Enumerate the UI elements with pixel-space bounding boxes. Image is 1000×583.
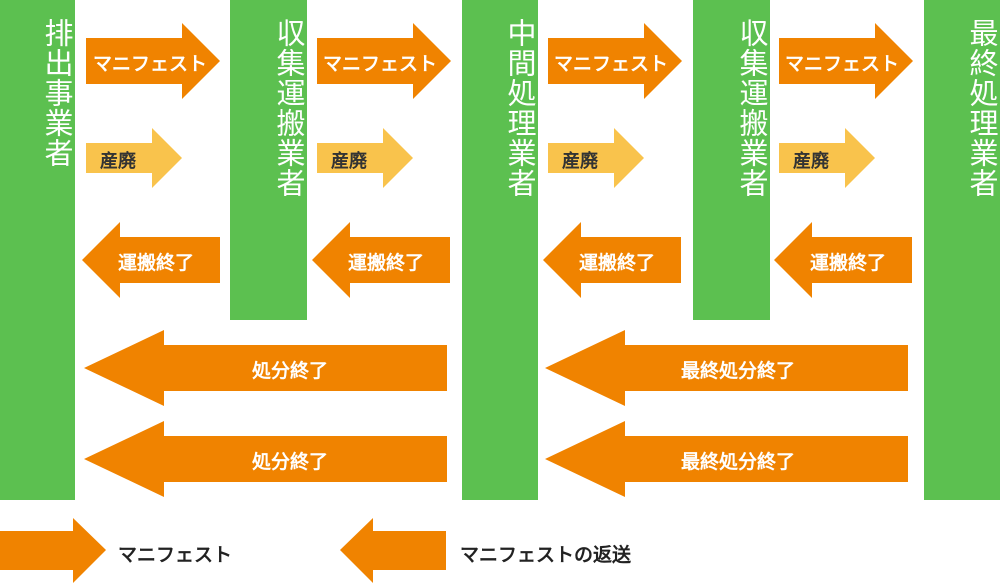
manifest-forward-arrow bbox=[779, 23, 913, 99]
disposal-finished-label: 処分終了 bbox=[252, 360, 329, 382]
waste-label: 産廃 bbox=[100, 151, 136, 172]
final-disposal-finished-label: 最終処分終了 bbox=[681, 451, 796, 473]
waste-arrow bbox=[779, 128, 875, 188]
waste-label: 産廃 bbox=[562, 151, 598, 172]
column-intermediate: 中間処理業者 bbox=[462, 0, 538, 500]
column-discharger: 排出事業者 bbox=[0, 0, 75, 500]
column-label: 収集運搬業者 bbox=[272, 18, 306, 198]
transport-finished-arrow bbox=[312, 222, 450, 298]
manifest-forward-arrow bbox=[548, 23, 682, 99]
column-final: 最終処理業者 bbox=[924, 0, 1000, 500]
manifest-forward-label: マニフェスト bbox=[785, 53, 900, 75]
legend-manifest-return-label: マニフェストの返送 bbox=[460, 544, 632, 566]
column-collector-1: 収集運搬業者 bbox=[230, 0, 307, 320]
final-disposal-finished-arrow bbox=[545, 330, 908, 406]
waste-arrow bbox=[317, 128, 413, 188]
disposal-finished-label: 処分終了 bbox=[252, 451, 329, 473]
column-collector-2: 収集運搬業者 bbox=[693, 0, 770, 320]
transport-finished-arrow bbox=[774, 222, 912, 298]
transport-finished-arrow bbox=[82, 222, 220, 298]
legend-return-arrow bbox=[340, 518, 446, 583]
transport-finished-label: 運搬終了 bbox=[810, 252, 887, 274]
transport-finished-arrow bbox=[543, 222, 681, 298]
waste-arrow bbox=[86, 128, 182, 188]
transport-finished-label: 運搬終了 bbox=[348, 252, 425, 274]
disposal-finished-arrow bbox=[84, 330, 447, 406]
column-label: 最終処理業者 bbox=[965, 18, 999, 198]
manifest-forward-label: マニフェスト bbox=[554, 53, 669, 75]
manifest-forward-arrow bbox=[317, 23, 451, 99]
manifest-forward-label: マニフェスト bbox=[93, 53, 208, 75]
transport-finished-label: 運搬終了 bbox=[579, 252, 656, 274]
column-label: 中間処理業者 bbox=[503, 18, 537, 198]
manifest-forward-arrow bbox=[86, 23, 220, 99]
column-label: 排出事業者 bbox=[40, 18, 74, 168]
waste-label: 産廃 bbox=[331, 151, 367, 172]
final-disposal-finished-label: 最終処分終了 bbox=[681, 360, 796, 382]
waste-arrow bbox=[548, 128, 644, 188]
legend-forward-arrow bbox=[0, 518, 106, 583]
final-disposal-finished-arrow bbox=[545, 421, 908, 497]
legend-manifest-label: マニフェスト bbox=[118, 544, 233, 566]
waste-label: 産廃 bbox=[793, 151, 829, 172]
transport-finished-label: 運搬終了 bbox=[118, 252, 195, 274]
manifest-forward-label: マニフェスト bbox=[323, 53, 438, 75]
column-label: 収集運搬業者 bbox=[735, 18, 769, 198]
disposal-finished-arrow bbox=[84, 421, 447, 497]
